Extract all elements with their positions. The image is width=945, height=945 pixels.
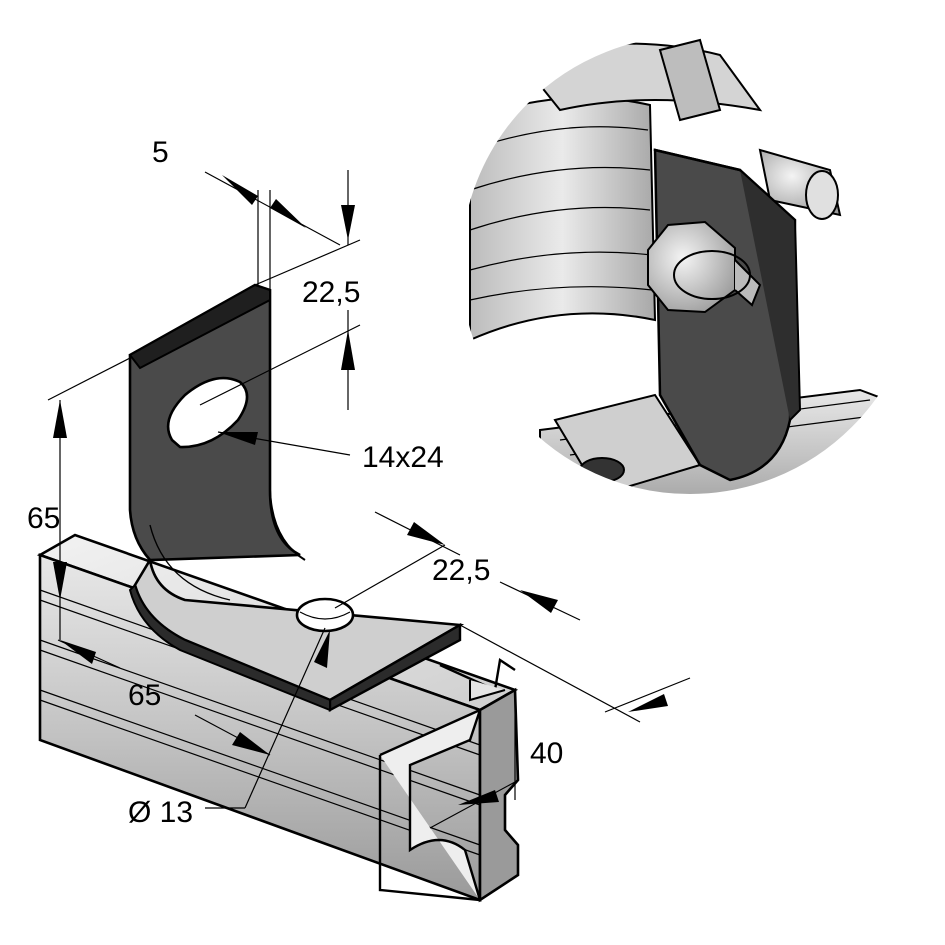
dim-hole-diameter-label: Ø 13 [128, 796, 193, 829]
dim-thickness-label: 5 [152, 136, 169, 169]
dim-width-label: 40 [530, 737, 563, 770]
dim-slot-size-label: 14x24 [362, 441, 444, 474]
dim-hole-offset-label: 22,5 [432, 554, 490, 587]
dim-height-label: 65 [27, 502, 60, 535]
dimension-labels: 5 22,5 14x24 65 65 22,5 40 Ø 13 [27, 136, 563, 829]
detail-view [460, 35, 920, 495]
dim-length-label: 65 [128, 679, 161, 712]
mounting-rail [36, 533, 520, 903]
dim-slot-offset-label: 22,5 [302, 276, 360, 309]
angle-bracket [128, 283, 465, 713]
dimension-lines [47, 170, 691, 829]
